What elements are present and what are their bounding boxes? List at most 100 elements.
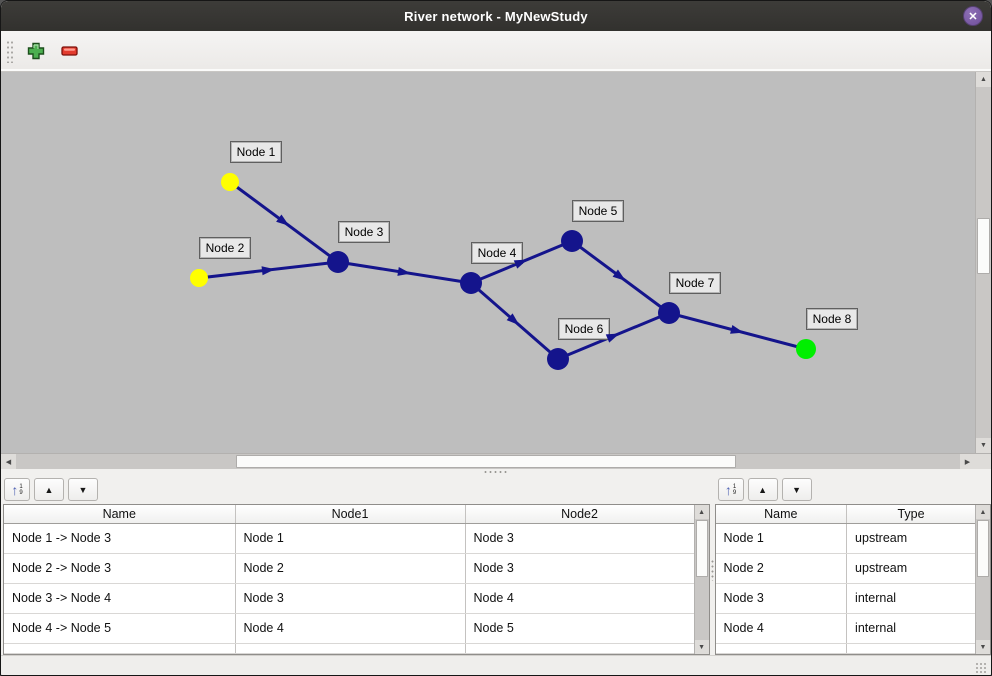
- table-cell[interactable]: Node 4 -> Node 5: [4, 613, 236, 644]
- scroll-right-button[interactable]: ▶: [960, 454, 975, 469]
- column-header-name[interactable]: Name: [4, 505, 236, 524]
- nodes-table-scrollbar[interactable]: ▲ ▼: [974, 505, 990, 654]
- network-edges-layer: [198, 180, 807, 361]
- horizontal-scroll-thumb[interactable]: [236, 455, 736, 468]
- table-cell[interactable]: Node 4: [465, 583, 694, 614]
- table-cell[interactable]: Node 4: [715, 613, 848, 644]
- table-cell[interactable]: Node 5: [465, 613, 694, 644]
- table-splitter-grip: [710, 559, 714, 581]
- scroll-up-button[interactable]: ▲: [975, 505, 990, 519]
- plus-icon: [27, 42, 45, 60]
- scroll-down-button[interactable]: ▼: [976, 438, 991, 453]
- table-row-partial: [715, 643, 975, 654]
- nodes-scroll-thumb[interactable]: [976, 520, 989, 577]
- network-edge[interactable]: [571, 239, 670, 315]
- table-cell[interactable]: Node 3 -> Node 4: [4, 583, 236, 614]
- up-arrow-icon: ▲: [758, 484, 767, 495]
- branches-move-down-button[interactable]: ▼: [68, 478, 98, 501]
- table-cell[interactable]: Node 2: [715, 553, 848, 584]
- table-cell[interactable]: Node 3: [235, 583, 466, 614]
- network-edge[interactable]: [229, 180, 339, 264]
- down-arrow-icon: ▼: [78, 484, 88, 495]
- toolbar-drag-handle[interactable]: [5, 39, 14, 63]
- remove-node-button[interactable]: [56, 37, 84, 65]
- minus-icon: [61, 46, 78, 56]
- canvas-horizontal-scrollbar[interactable]: ◀ ▶: [1, 453, 991, 470]
- resize-grip[interactable]: [975, 662, 987, 674]
- arrow-left-icon: ◀: [5, 458, 12, 466]
- splitter-grip: [483, 471, 509, 473]
- table-cell[interactable]: Node 1 -> Node 3: [4, 523, 236, 554]
- scroll-down-button[interactable]: ▼: [694, 640, 709, 654]
- branches-move-up-button[interactable]: ▲: [34, 478, 64, 501]
- table-cell[interactable]: internal: [846, 613, 975, 644]
- titlebar[interactable]: River network - MyNewStudy ✕: [1, 1, 991, 31]
- table-splitter[interactable]: [709, 475, 715, 655]
- column-header-node1[interactable]: Node1: [235, 505, 466, 524]
- column-header-name[interactable]: Name: [715, 505, 848, 524]
- column-header-node2[interactable]: Node2: [465, 505, 694, 524]
- branches-table-scrollbar[interactable]: ▲ ▼: [693, 505, 709, 654]
- table-cell[interactable]: Node 3: [465, 523, 694, 554]
- add-node-button[interactable]: [22, 37, 50, 65]
- canvas-vertical-scrollbar[interactable]: ▲ ▼: [975, 72, 991, 453]
- table-cell[interactable]: Node 3: [715, 583, 848, 614]
- table-row-partial: [4, 643, 694, 654]
- network-edge[interactable]: [470, 239, 573, 285]
- network-edge[interactable]: [557, 311, 670, 361]
- arrow-down-icon: ▼: [980, 442, 987, 449]
- network-edge[interactable]: [198, 260, 339, 280]
- nodes-move-up-button[interactable]: ▲: [747, 478, 778, 501]
- scrollbar-corner: [975, 454, 991, 470]
- table-cell[interactable]: Node 2: [235, 553, 466, 584]
- status-bar: [1, 655, 991, 675]
- table-cell[interactable]: Node 1: [715, 523, 848, 554]
- arrow-up-icon: ▲: [980, 76, 987, 83]
- network-edge[interactable]: [337, 260, 472, 285]
- scroll-left-button[interactable]: ◀: [1, 454, 16, 469]
- close-button[interactable]: ✕: [963, 6, 983, 26]
- up-arrow-icon: ▲: [44, 484, 54, 495]
- branches-scroll-thumb[interactable]: [695, 520, 708, 577]
- table-cell[interactable]: Node 4: [235, 613, 466, 644]
- network-edge[interactable]: [470, 281, 559, 361]
- pane-splitter[interactable]: [1, 469, 991, 475]
- scroll-down-button[interactable]: ▼: [975, 640, 990, 654]
- table-cell[interactable]: internal: [846, 583, 975, 614]
- table-cell[interactable]: upstream: [846, 553, 975, 584]
- down-arrow-icon: ▼: [792, 484, 801, 495]
- nodes-header-row: Name Type: [715, 505, 975, 524]
- nodes-move-down-button[interactable]: ▼: [781, 478, 812, 501]
- table-cell[interactable]: Node 2 -> Node 3: [4, 553, 236, 584]
- table-cell[interactable]: upstream: [846, 523, 975, 554]
- column-header-type[interactable]: Type: [846, 505, 975, 524]
- vertical-scroll-thumb[interactable]: [977, 218, 991, 274]
- network-edge[interactable]: [668, 311, 807, 351]
- table-cell[interactable]: Node 3: [465, 553, 694, 584]
- table-cell[interactable]: Node 1: [235, 523, 466, 554]
- scroll-up-button[interactable]: ▲: [694, 505, 709, 519]
- scroll-up-button[interactable]: ▲: [976, 72, 991, 87]
